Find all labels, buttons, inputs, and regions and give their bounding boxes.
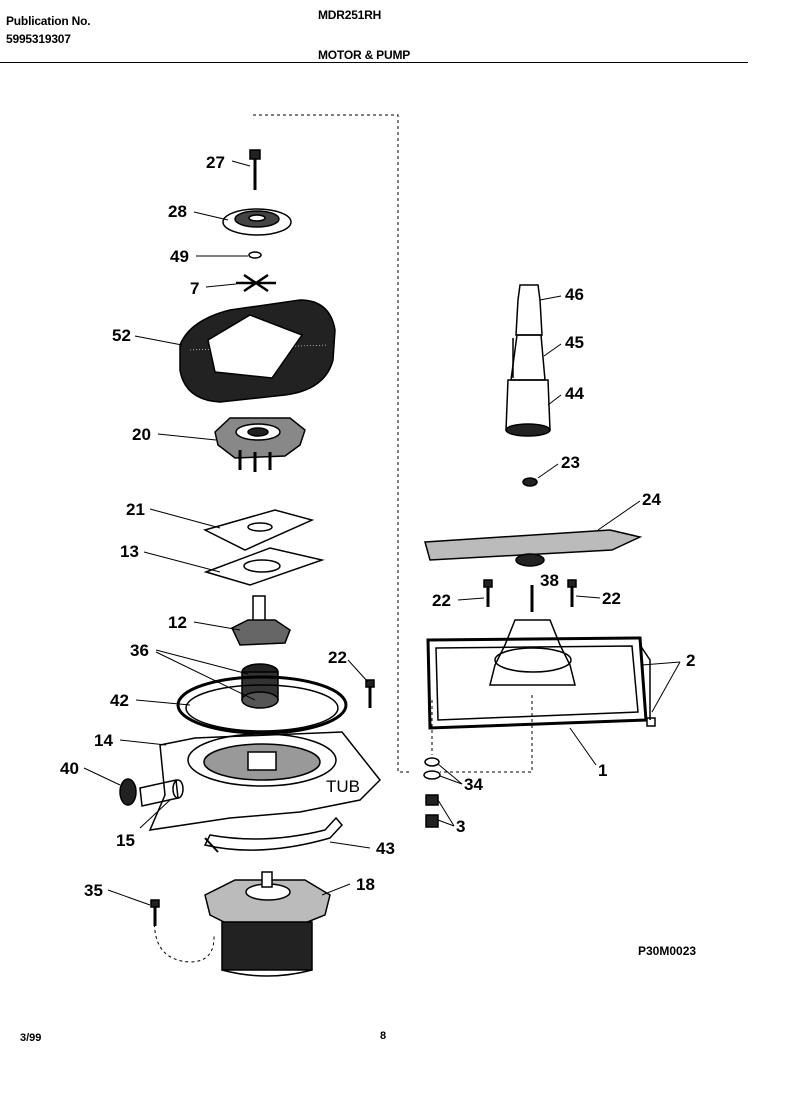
part-49-ring — [248, 251, 262, 259]
footer-date: 3/99 — [20, 1032, 42, 1044]
callout-45: 45 — [565, 333, 584, 352]
publication-label: Publication No. — [6, 14, 91, 28]
callout-44: 44 — [565, 384, 584, 403]
callout-24: 24 — [642, 490, 661, 509]
part-23-nut — [522, 477, 538, 487]
callout-38: 38 — [540, 571, 559, 590]
part-40-clamp — [119, 778, 137, 806]
part-22-screws — [365, 579, 577, 708]
callout-18: 18 — [356, 875, 375, 894]
callout-13: 13 — [120, 542, 139, 561]
tub-label: TUB — [326, 777, 360, 796]
leader-lines — [83, 160, 681, 906]
callout-2: 2 — [686, 651, 695, 670]
callout-36: 36 — [130, 641, 149, 660]
callout-20: 20 — [132, 425, 151, 444]
part-28-cap — [222, 208, 292, 236]
part-43-bracket — [203, 816, 344, 853]
model-number: MDR251RH — [318, 8, 382, 22]
footer-page: 8 — [380, 1030, 387, 1042]
part-3-bolts — [425, 794, 439, 828]
part-27-screw — [249, 149, 261, 190]
callout-28: 28 — [168, 202, 187, 221]
header-rule — [0, 62, 748, 63]
part-13-gasket — [203, 547, 325, 586]
part-34-washers — [423, 757, 441, 780]
callout-49: 49 — [170, 247, 189, 266]
part-46-45-44-tower — [505, 284, 551, 437]
callout-7: 7 — [190, 279, 199, 298]
callout-40: 40 — [60, 759, 79, 778]
part-24-spray-arm — [424, 529, 643, 567]
part-38-support — [489, 585, 576, 686]
callout-3: 3 — [456, 817, 465, 836]
callout-12: 12 — [168, 613, 187, 632]
callout-35: 35 — [84, 881, 103, 900]
assembly-dashed-line-right — [431, 695, 533, 773]
part-7-star — [236, 273, 276, 293]
callout-23: 23 — [561, 453, 580, 472]
part-21-plate — [202, 509, 315, 551]
part-15-hose — [139, 779, 184, 807]
assembly-dashed-line — [253, 114, 410, 773]
callout-15: 15 — [116, 831, 135, 850]
callout-43: 43 — [376, 839, 395, 858]
callout-52: 52 — [112, 326, 131, 345]
part-14-sump — [148, 731, 382, 831]
callout-46: 46 — [565, 285, 584, 304]
callout-labels: 27 28 49 7 52 20 21 13 12 36 22 42 14 40… — [60, 153, 695, 900]
callout-1: 1 — [598, 761, 607, 780]
part-35-screw — [150, 899, 160, 926]
callout-22-left: 22 — [328, 648, 347, 667]
section-title: MOTOR & PUMP — [318, 48, 411, 62]
drawing-code: P30M0023 — [638, 944, 697, 958]
callout-14: 14 — [94, 731, 113, 750]
part-42-ring — [176, 675, 348, 735]
part-12-lower-impeller — [231, 595, 291, 646]
part-1-2-frame — [426, 636, 656, 730]
callout-22-center: 22 — [432, 591, 451, 610]
part-20-impeller — [214, 417, 306, 472]
part-18-motor — [204, 871, 331, 977]
callout-42: 42 — [110, 691, 129, 710]
part-52-filter-screen — [179, 299, 336, 403]
publication-number: 5995319307 — [6, 32, 71, 46]
callout-22-right: 22 — [602, 589, 621, 608]
callout-21: 21 — [126, 500, 145, 519]
callout-27: 27 — [206, 153, 225, 172]
assembly-dashed-line-lower — [153, 911, 215, 963]
callout-34: 34 — [464, 775, 483, 794]
